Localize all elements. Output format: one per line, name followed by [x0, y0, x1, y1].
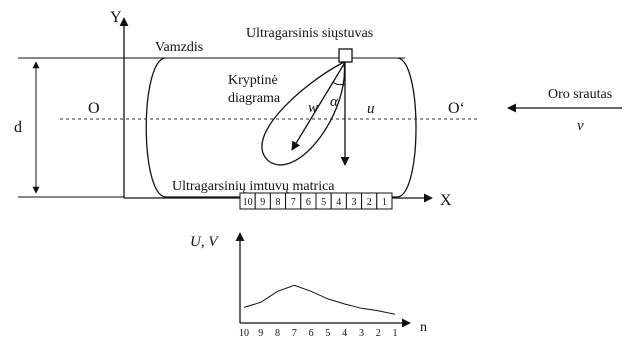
- signal-chart: U, V n 10 9 8 7 6 5 4 3 2 1: [190, 232, 427, 337]
- diameter-label: d: [14, 119, 22, 136]
- airflow-label: Oro srautas: [548, 87, 612, 102]
- origin-right-label: O‘: [448, 100, 465, 117]
- directional-lobe: [261, 60, 346, 166]
- matrix-cell-label: 1: [382, 197, 387, 208]
- chart-x-label: n: [420, 320, 427, 335]
- chart-tick-label: 4: [342, 328, 347, 337]
- chart-tick-labels: 10 9 8 7 6 5 4 3 2 1: [239, 328, 398, 337]
- chart-y-label: U, V: [190, 234, 219, 250]
- directional-label-line1: Kryptinė: [228, 73, 278, 88]
- matrix-cell-label: 10: [243, 197, 253, 208]
- chart-tick-label: 5: [325, 328, 330, 337]
- transmitter-box: [338, 48, 353, 63]
- chart-tick-label: 10: [239, 328, 249, 337]
- matrix-cell-label: 9: [260, 197, 265, 208]
- chart-tick-label: 7: [292, 328, 297, 337]
- axis-x-label: X: [440, 192, 452, 209]
- matrix-cell-label: 7: [291, 197, 296, 208]
- pipe-left-end: [145, 57, 166, 198]
- pipe-label: Vamzdis: [155, 40, 203, 55]
- matrix-cell-label: 3: [352, 197, 357, 208]
- airflow-symbol: v: [577, 118, 584, 134]
- chart-tick-label: 8: [275, 328, 280, 337]
- angle-arc: [332, 81, 346, 86]
- matrix-cell-label: 2: [367, 197, 372, 208]
- angle-alpha-label: α: [330, 94, 339, 110]
- receiver-matrix-label: Ultragarsinių imtuvų matrica: [172, 179, 335, 194]
- chart-tick-label: 1: [393, 328, 398, 337]
- matrix-cell-label: 8: [276, 197, 281, 208]
- chart-tick-label: 3: [359, 328, 364, 337]
- matrix-cell-label: 5: [321, 197, 326, 208]
- origin-left-label: O: [88, 100, 100, 117]
- vector-w-label: w: [308, 100, 318, 116]
- transmitter-label: Ultragarsinis siųstuvas: [246, 26, 373, 41]
- chart-series-line: [243, 284, 396, 315]
- vector-w: [291, 63, 345, 151]
- chart-tick-label: 9: [258, 328, 263, 337]
- matrix-cell-label: 6: [306, 197, 311, 208]
- directional-label-line2: diagrama: [228, 91, 281, 106]
- pipe-right-end: [397, 57, 417, 198]
- axis-y-label: Y: [110, 9, 122, 26]
- chart-tick-label: 6: [309, 328, 314, 337]
- vector-u-label: u: [367, 101, 375, 117]
- matrix-cell: [376, 192, 393, 210]
- matrix-cell-label: 4: [336, 197, 341, 208]
- chart-tick-label: 2: [376, 328, 381, 337]
